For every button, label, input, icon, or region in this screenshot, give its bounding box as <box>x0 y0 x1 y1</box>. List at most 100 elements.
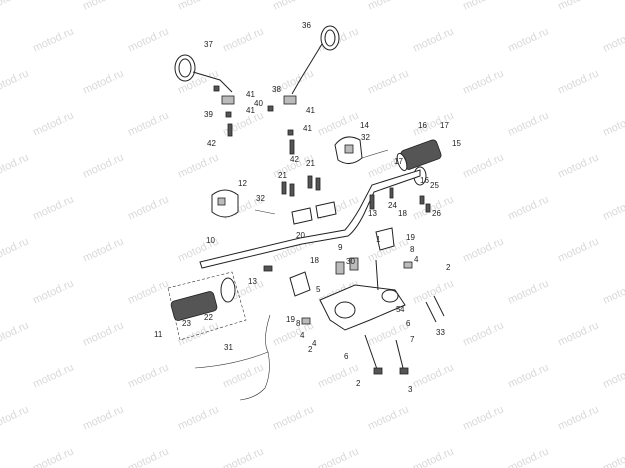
callout-8: 8 <box>296 319 301 328</box>
callout-10: 10 <box>206 236 215 245</box>
callout-5: 5 <box>396 305 401 314</box>
watermark-text: motod.ru <box>0 319 31 348</box>
callout-17: 17 <box>394 157 403 166</box>
watermark-text: motod.ru <box>81 319 125 348</box>
callout-24: 24 <box>388 201 397 210</box>
watermark-text: motod.ru <box>81 0 125 13</box>
handlebar <box>199 169 421 269</box>
watermark-text: motod.ru <box>0 0 31 13</box>
callout-16: 16 <box>420 176 429 185</box>
callout-11: 11 <box>154 330 163 339</box>
watermark-text: motod.ru <box>176 403 220 432</box>
watermark-text: motod.ru <box>461 0 505 13</box>
callout-12: 12 <box>238 179 247 188</box>
watermark-text: motod.ru <box>556 151 600 180</box>
watermark-text: motod.ru <box>601 109 625 138</box>
watermark-text: motod.ru <box>316 445 360 468</box>
watermark-text: motod.ru <box>81 67 125 96</box>
watermark-text: motod.ru <box>411 445 455 468</box>
callout-40: 40 <box>254 99 263 108</box>
callout-1: 1 <box>376 235 381 244</box>
watermark-text: motod.ru <box>81 151 125 180</box>
callout-22: 22 <box>204 313 213 322</box>
callout-labels: 1222344445566788910111213131415161617171… <box>154 21 461 394</box>
watermark-text: motod.ru <box>176 0 220 13</box>
callout-37: 37 <box>204 40 213 49</box>
callout-8: 8 <box>410 245 415 254</box>
callout-21: 21 <box>278 171 287 180</box>
callout-4: 4 <box>312 339 317 348</box>
watermark-text: motod.ru <box>126 109 170 138</box>
watermark-text: motod.ru <box>366 0 410 13</box>
callout-41: 41 <box>246 90 255 99</box>
watermark-text: motod.ru <box>556 0 600 13</box>
left-mirror <box>174 54 235 105</box>
watermark-text: motod.ru <box>126 361 170 390</box>
callout-16: 16 <box>418 121 427 130</box>
callout-2: 2 <box>446 263 451 272</box>
watermark-text: motod.ru <box>31 361 75 390</box>
watermark-text: motod.ru <box>506 25 550 54</box>
watermark-text: motod.ru <box>556 235 600 264</box>
watermark-text: motod.ru <box>316 361 360 390</box>
watermark-text: motod.ru <box>461 319 505 348</box>
callout-13: 13 <box>368 209 377 218</box>
callout-38: 38 <box>272 85 281 94</box>
callout-39: 39 <box>204 110 213 119</box>
watermark-text: motod.ru <box>461 67 505 96</box>
callout-20: 20 <box>296 231 305 240</box>
wiring-harness-31 <box>194 314 271 401</box>
watermark-text: motod.ru <box>221 25 265 54</box>
callout-25: 25 <box>430 181 439 190</box>
watermark-text: motod.ru <box>601 193 625 222</box>
watermark-text: motod.ru <box>366 403 410 432</box>
watermark-text: motod.ru <box>506 109 550 138</box>
watermark-text: motod.ru <box>411 277 455 306</box>
watermark-text: motod.ru <box>271 403 315 432</box>
watermark-text: motod.ru <box>31 277 75 306</box>
callout-42: 42 <box>207 139 216 148</box>
long-bolts <box>364 259 409 375</box>
watermark-text: motod.ru <box>461 403 505 432</box>
watermark-text: motod.ru <box>601 25 625 54</box>
watermark-text: motod.ru <box>31 109 75 138</box>
watermark-text: motod.ru <box>556 403 600 432</box>
watermark-text: motod.ru <box>126 445 170 468</box>
watermark-text: motod.ru <box>126 193 170 222</box>
bolt-13-right <box>369 194 375 210</box>
callout-33: 33 <box>436 328 445 337</box>
watermark-text: motod.ru <box>411 361 455 390</box>
callout-26: 26 <box>432 209 441 218</box>
right-mirror <box>283 25 340 105</box>
watermark-text: motod.ru <box>126 277 170 306</box>
watermark-text: motod.ru <box>271 0 315 13</box>
watermark-text: motod.ru <box>366 319 410 348</box>
lower-triple-clamp <box>319 284 406 331</box>
watermark-text: motod.ru <box>31 193 75 222</box>
callout-32: 32 <box>361 133 370 142</box>
callout-30: 30 <box>346 257 355 266</box>
watermark-text: motod.ru <box>0 403 31 432</box>
watermark-text: motod.ru <box>81 235 125 264</box>
watermark-text: motod.ru <box>506 361 550 390</box>
watermark-text: motod.ru <box>176 151 220 180</box>
mirror-bolts <box>213 85 295 155</box>
callout-7: 7 <box>410 335 415 344</box>
watermark-text: motod.ru <box>601 277 625 306</box>
watermark-text: motod.ru <box>556 319 600 348</box>
callout-19: 19 <box>286 315 295 324</box>
watermark-text: motod.ru <box>461 235 505 264</box>
watermark-text: motod.ru <box>601 445 625 468</box>
callout-2: 2 <box>308 345 313 354</box>
callout-2: 2 <box>356 379 361 388</box>
callout-41: 41 <box>303 124 312 133</box>
watermark-text: motod.ru <box>221 361 265 390</box>
watermark-text: motod.ru <box>126 25 170 54</box>
watermark-text: motod.ru <box>411 25 455 54</box>
right-switch-housing <box>334 136 363 164</box>
bolts-33 <box>425 295 445 323</box>
callout-6: 6 <box>406 319 411 328</box>
left-grip-assembly <box>167 265 273 341</box>
callout-13: 13 <box>248 277 257 286</box>
